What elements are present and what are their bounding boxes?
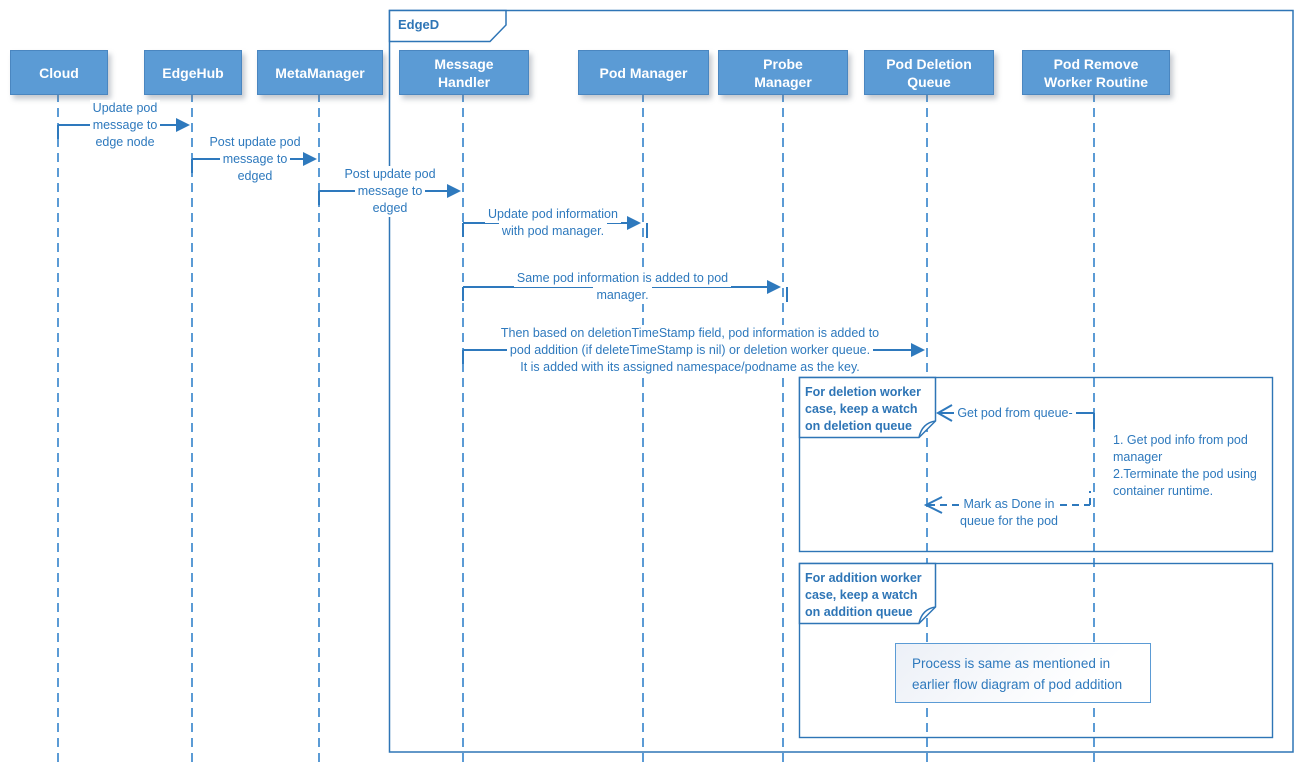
- note-deletion-worker-fold: [918, 420, 936, 438]
- actor-label: Pod Deletion: [886, 55, 972, 72]
- label-line: Process is same as mentioned in: [912, 656, 1111, 671]
- actor-cloud: Cloud: [10, 50, 108, 95]
- label-line: Mark as Done in: [960, 496, 1058, 513]
- actor-label: MetaManager: [275, 64, 365, 81]
- actor-label: EdgeHub: [162, 64, 224, 81]
- message-label-deletion-timestamp: Then based on deletionTimeStamp field, p…: [485, 325, 895, 376]
- label-line: edge node: [92, 134, 158, 151]
- label-line: message to: [354, 183, 426, 200]
- label-line: For addition worker: [805, 571, 922, 585]
- label-line: Then based on deletionTimeStamp field, p…: [497, 325, 883, 342]
- actor-edgehub: EdgeHub: [144, 50, 242, 95]
- actor-message-handler: Message Handler: [399, 50, 529, 95]
- label-line: case, keep a watch: [805, 588, 918, 602]
- label-line: Post update pod: [206, 134, 304, 151]
- process-note-box: Process is same as mentioned in earlier …: [895, 643, 1151, 703]
- message-label-post-update-1: Post update pod message to edged: [194, 134, 316, 185]
- actor-label: Pod Remove: [1053, 55, 1139, 72]
- message-label-update-pod-to-edge-node: Update pod message to edge node: [60, 100, 190, 151]
- actor-pod-remove-worker-routine: Pod Remove Worker Routine: [1022, 50, 1170, 95]
- actor-label: Pod Manager: [599, 64, 688, 81]
- fragment-addition-worker: [798, 562, 1274, 739]
- label-line: with pod manager.: [498, 223, 608, 240]
- message-label-same-pod-information: Same pod information is added to pod man…: [480, 270, 765, 304]
- fragment-frames: [798, 376, 1274, 739]
- label-line: case, keep a watch: [805, 402, 918, 416]
- actor-label: Worker Routine: [1044, 73, 1148, 90]
- label-line: on addition queue: [805, 605, 913, 619]
- actor-label: Manager: [754, 73, 812, 90]
- note-addition-worker-fold: [918, 606, 936, 624]
- label-line: It is added with its assigned namespace/…: [517, 359, 863, 376]
- actor-label: Probe: [763, 55, 803, 72]
- label-line: pod addition (if deleteTimeStamp is nil)…: [506, 342, 874, 359]
- message-label-mark-as-done: Mark as Done in queue for the pod: [945, 496, 1073, 530]
- actor-label: Queue: [907, 73, 951, 90]
- label-line: queue for the pod: [957, 513, 1061, 530]
- label-line: Post update pod: [341, 166, 439, 183]
- note-shapes: [798, 376, 937, 625]
- message-label-update-pod-information: Update pod information with pod manager.: [470, 206, 636, 240]
- frame-title: EdgeD: [398, 17, 440, 32]
- note-deletion-worker: [798, 376, 937, 439]
- edged-frame-label-pentagon: [388, 9, 507, 43]
- note-addition-worker: [798, 562, 937, 625]
- note-addition-worker-text: For addition worker case, keep a watch o…: [805, 570, 931, 621]
- label-line: For deletion worker: [805, 385, 921, 399]
- worker-step: 2.Terminate the pod using container runt…: [1113, 467, 1257, 498]
- label-line: on deletion queue: [805, 419, 912, 433]
- message-label-post-update-2: Post update pod message to edged: [330, 166, 450, 217]
- fragment-deletion-worker: [798, 376, 1274, 553]
- message-label-get-pod-from-queue: Get pod from queue-: [950, 405, 1080, 422]
- actor-label: Cloud: [39, 64, 79, 81]
- label-line: Update pod: [89, 100, 161, 117]
- note-deletion-worker-text: For deletion worker case, keep a watch o…: [805, 384, 931, 435]
- label-line: Update pod information: [485, 206, 621, 223]
- edged-frame: [388, 9, 1294, 753]
- actor-label: Message: [434, 55, 494, 72]
- label-line: manager.: [593, 287, 652, 304]
- label-line: Same pod information is added to pod: [513, 270, 732, 287]
- label-line: edged: [234, 168, 276, 185]
- label-line: message to: [219, 151, 291, 168]
- actor-label: Handler: [437, 73, 491, 90]
- actor-pod-manager: Pod Manager: [578, 50, 709, 95]
- worker-steps-note: 1. Get pod info from pod manager 2.Termi…: [1113, 432, 1279, 500]
- label-line: message to: [89, 117, 161, 134]
- label-line: edged: [369, 200, 411, 217]
- worker-step: 1. Get pod info from pod manager: [1113, 433, 1248, 464]
- actor-probe-manager: Probe Manager: [718, 50, 848, 95]
- arrow-mark-as-done: [923, 491, 1091, 514]
- actor-metamanager: MetaManager: [257, 50, 383, 95]
- label-line: earlier flow diagram of pod addition: [912, 677, 1123, 692]
- actor-pod-deletion-queue: Pod Deletion Queue: [864, 50, 994, 95]
- label-line: Get pod from queue-: [954, 405, 1076, 422]
